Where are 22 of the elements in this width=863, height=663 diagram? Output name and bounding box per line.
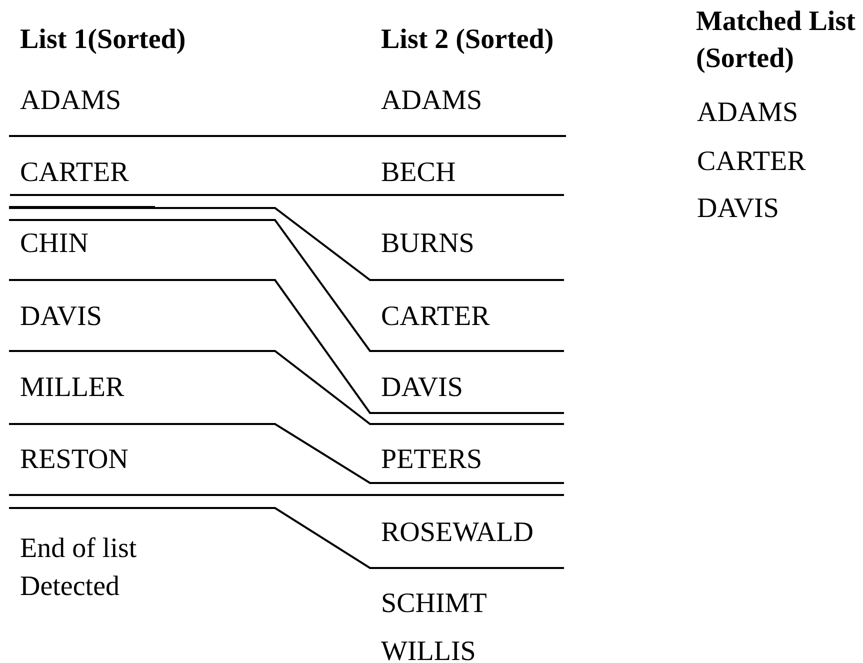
list-entry: WILLIS xyxy=(381,636,476,663)
list-entry: CHIN xyxy=(20,228,88,259)
list-entry: BURNS xyxy=(381,228,474,259)
list-entry: CARTER xyxy=(20,157,129,188)
list-entry: ADAMS xyxy=(381,85,482,116)
list-entry: DAVIS xyxy=(381,372,463,403)
list-entry: ADAMS xyxy=(697,97,798,128)
list-entry: SCHIMT xyxy=(381,588,487,619)
list-entry: RESTON xyxy=(20,444,128,475)
list-entry: ADAMS xyxy=(20,85,122,116)
column-heading: Matched List (Sorted) xyxy=(696,6,856,74)
column-heading: List 2 (Sorted) xyxy=(381,24,554,55)
list-entry: BECH xyxy=(381,157,456,188)
list-entry: DAVIS xyxy=(20,301,102,332)
list-entry: ROSEWALD xyxy=(381,517,534,548)
list-entry: CARTER xyxy=(697,146,806,177)
list-entry: MILLER xyxy=(20,372,124,403)
list-entry: End of list Detected xyxy=(20,533,137,602)
list-entry: PETERS xyxy=(381,444,482,475)
column-heading: List 1(Sorted) xyxy=(20,24,186,55)
list-entry: CARTER xyxy=(381,301,490,332)
list-entry: DAVIS xyxy=(697,193,779,224)
